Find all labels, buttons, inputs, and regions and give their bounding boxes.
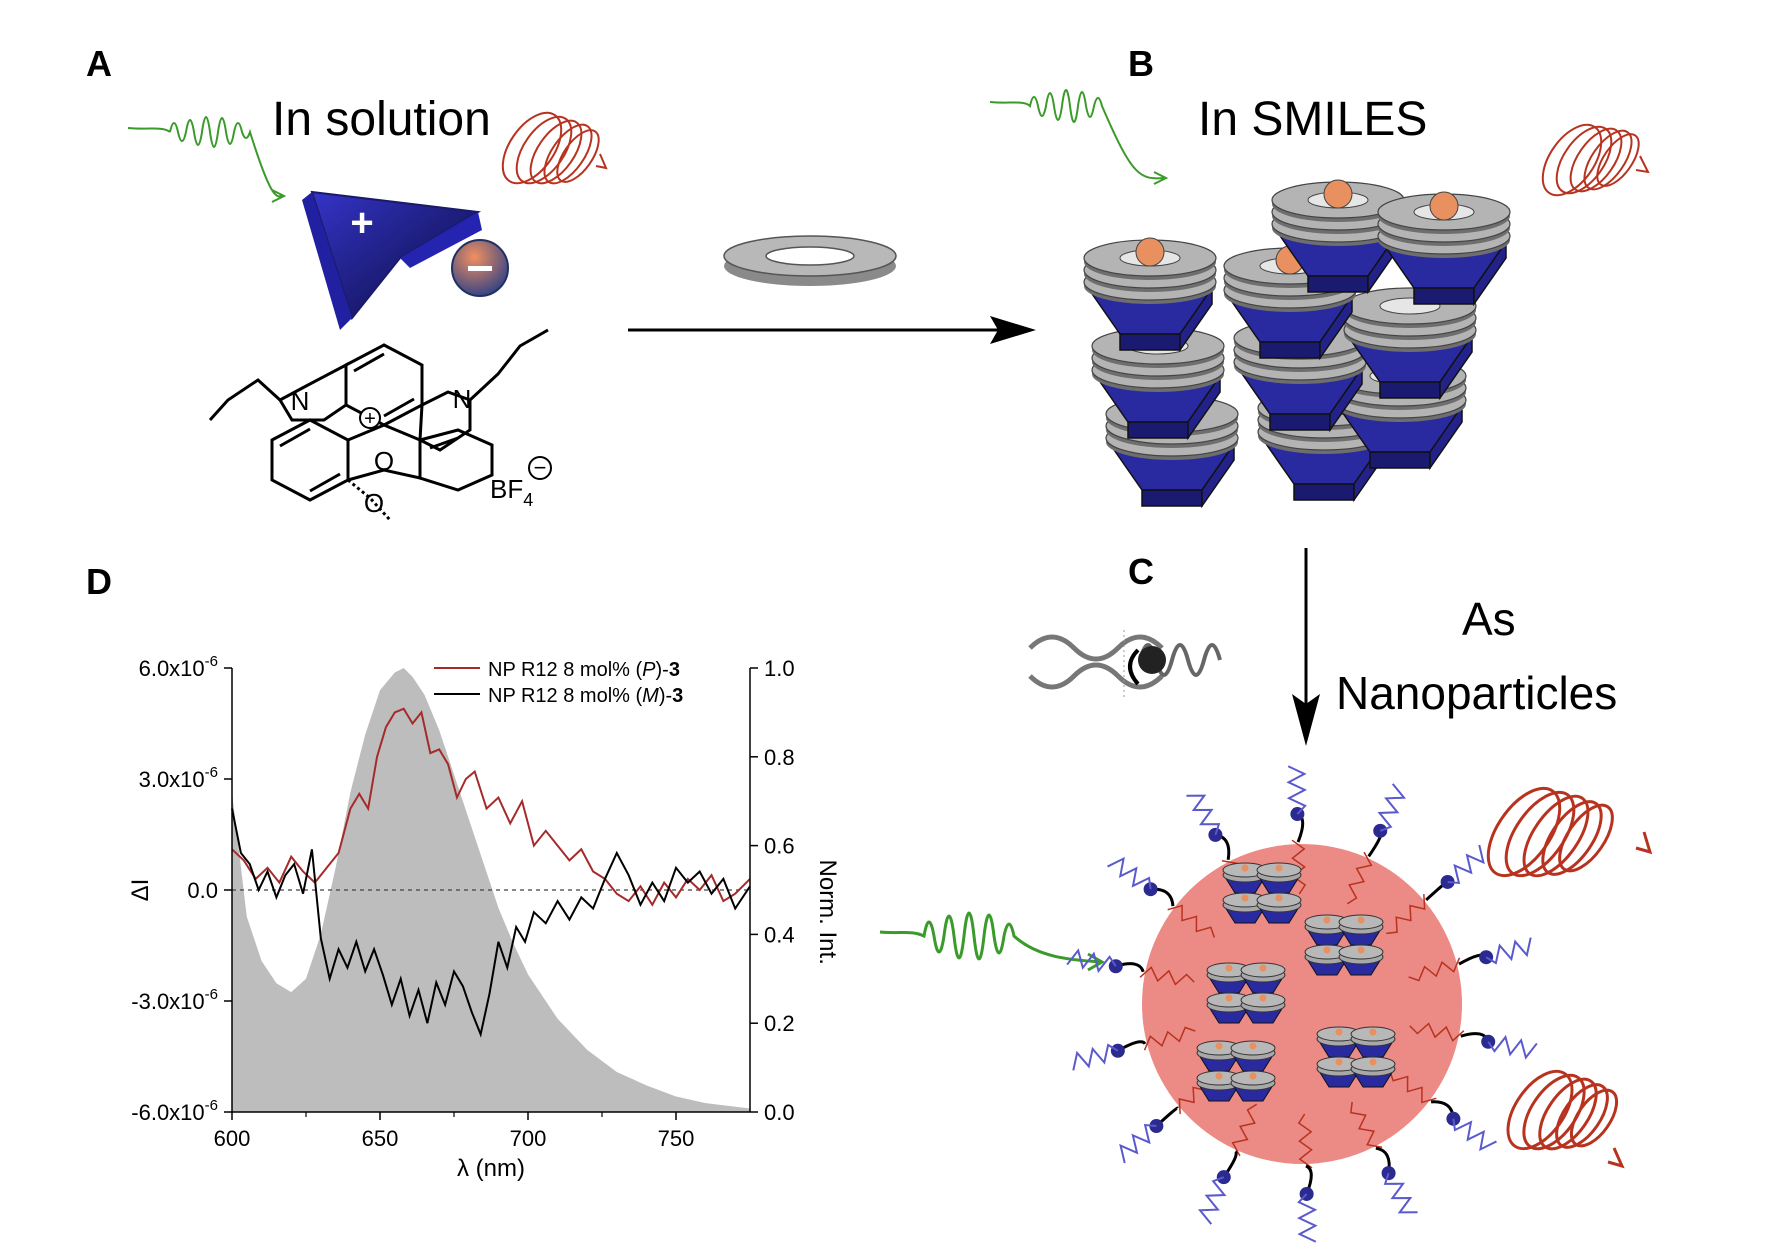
atom-n-left: N bbox=[291, 386, 310, 416]
legend-label-1: NP R12 8 mol% (P)-3 bbox=[488, 659, 680, 681]
atom-o-methoxy: O bbox=[364, 488, 384, 518]
y2-tick-label: 0.8 bbox=[764, 745, 795, 770]
y-tick-label: -6.0x10-6 bbox=[131, 1097, 218, 1125]
np-ligand bbox=[1408, 937, 1532, 982]
chiral-emitter-dot bbox=[1138, 646, 1166, 674]
legend-label-2: NP R12 8 mol% (M)-3 bbox=[488, 685, 683, 707]
np-ligand bbox=[1066, 948, 1195, 986]
chart-legend: NP R12 8 mol% (P)-3 NP R12 8 mol% (M)-3 bbox=[434, 659, 683, 707]
nanoparticle-contents bbox=[1066, 765, 1538, 1243]
np-ligand bbox=[1072, 1026, 1196, 1071]
np-ligand bbox=[1350, 1101, 1418, 1214]
np-smiles-cluster bbox=[1206, 962, 1286, 1024]
panel-label-a: A bbox=[86, 43, 112, 84]
np-ligand bbox=[1346, 783, 1407, 905]
anion-sphere-icon bbox=[451, 239, 509, 297]
cation-charge-circle bbox=[359, 407, 381, 429]
panel-b-green-arrow-head-icon bbox=[1153, 171, 1169, 185]
y-tick-label: 3.0x10-6 bbox=[139, 764, 218, 792]
panel-b-red-circular-light-icon bbox=[1541, 123, 1650, 197]
np-ligand bbox=[1386, 844, 1485, 935]
np-red-circular-light-bottom-icon bbox=[1506, 1069, 1625, 1169]
np-smiles-cluster bbox=[1196, 1040, 1276, 1102]
x-axis-label: λ (nm) bbox=[457, 1155, 525, 1182]
cation-triangle-icon: + bbox=[302, 190, 482, 330]
y-axis-label: ΔI bbox=[127, 879, 154, 902]
smiles-unit bbox=[1083, 237, 1217, 353]
np-ligand bbox=[1286, 765, 1308, 895]
chart-plot-area bbox=[231, 668, 751, 1112]
counterion-label: BF4 bbox=[490, 474, 533, 510]
caption-nanoparticles: Nanoparticles bbox=[1336, 667, 1618, 719]
smiles-unit bbox=[1271, 179, 1405, 295]
y2-tick-label: 0.4 bbox=[764, 922, 795, 947]
chart-axes: 600 650 700 750 -6.0x10-6 -3.0x10-6 0.0 3.0x10-… bbox=[127, 653, 841, 1182]
reaction-arrow-ab-head bbox=[990, 316, 1036, 344]
y-tick-label: -3.0x10-6 bbox=[131, 986, 218, 1014]
x-tick-label: 700 bbox=[510, 1126, 547, 1151]
atom-o-bridge: O bbox=[374, 446, 394, 476]
cation-charge: + bbox=[364, 408, 376, 430]
caption-in-solution: In solution bbox=[272, 93, 491, 146]
x-tick-label: 750 bbox=[658, 1126, 695, 1151]
helicene-structure bbox=[208, 328, 549, 522]
atom-n-right: N bbox=[453, 384, 472, 414]
np-ligand bbox=[1409, 1022, 1538, 1060]
np-smiles-cluster bbox=[1222, 862, 1302, 924]
panel-b-green-wave-icon bbox=[989, 89, 1165, 180]
y-tick-label: 0.0 bbox=[187, 878, 218, 903]
y2-tick-label: 0.6 bbox=[764, 834, 795, 859]
cation-cartoon-label: + bbox=[350, 201, 373, 245]
x-tick-label: 650 bbox=[362, 1126, 399, 1151]
chiral-emitter-hook bbox=[1128, 648, 1140, 686]
macrocycle-ring-icon bbox=[723, 235, 897, 286]
np-ligand bbox=[1296, 1113, 1318, 1243]
series-line-1 bbox=[231, 707, 751, 907]
anion-charge: − bbox=[534, 455, 547, 480]
series-line-2 bbox=[231, 808, 751, 1038]
np-ligand bbox=[1388, 1070, 1497, 1152]
smiles-stack bbox=[1083, 179, 1511, 509]
y2-axis-label: Norm. Int. bbox=[814, 860, 841, 965]
x-tick-label: 600 bbox=[214, 1126, 251, 1151]
panel-label-c: C bbox=[1128, 551, 1154, 592]
anion-charge-circle bbox=[528, 456, 552, 480]
y2-tick-label: 1.0 bbox=[764, 656, 795, 681]
y2-tick-label: 0.2 bbox=[764, 1011, 795, 1036]
y-tick-label: 6.0x10-6 bbox=[139, 653, 218, 681]
np-smiles-cluster bbox=[1304, 914, 1384, 976]
green-wave-icon bbox=[127, 116, 283, 198]
caption-in-smiles: In SMILES bbox=[1198, 93, 1428, 146]
y2-tick-label: 0.0 bbox=[764, 1100, 795, 1125]
red-circular-light-icon bbox=[501, 111, 608, 185]
np-red-circular-light-top-icon bbox=[1486, 786, 1653, 878]
panel-label-d: D bbox=[86, 561, 112, 602]
reaction-arrow-bc-head bbox=[1292, 694, 1320, 746]
panel-label-b: B bbox=[1128, 43, 1154, 84]
np-green-wave-icon bbox=[879, 911, 1101, 964]
np-smiles-cluster bbox=[1316, 1026, 1396, 1088]
caption-as: As bbox=[1462, 593, 1516, 645]
np-ligand bbox=[1107, 856, 1216, 938]
smiles-unit bbox=[1377, 191, 1511, 307]
np-ligand bbox=[1197, 1103, 1258, 1225]
green-arrow-head-icon bbox=[271, 189, 287, 203]
